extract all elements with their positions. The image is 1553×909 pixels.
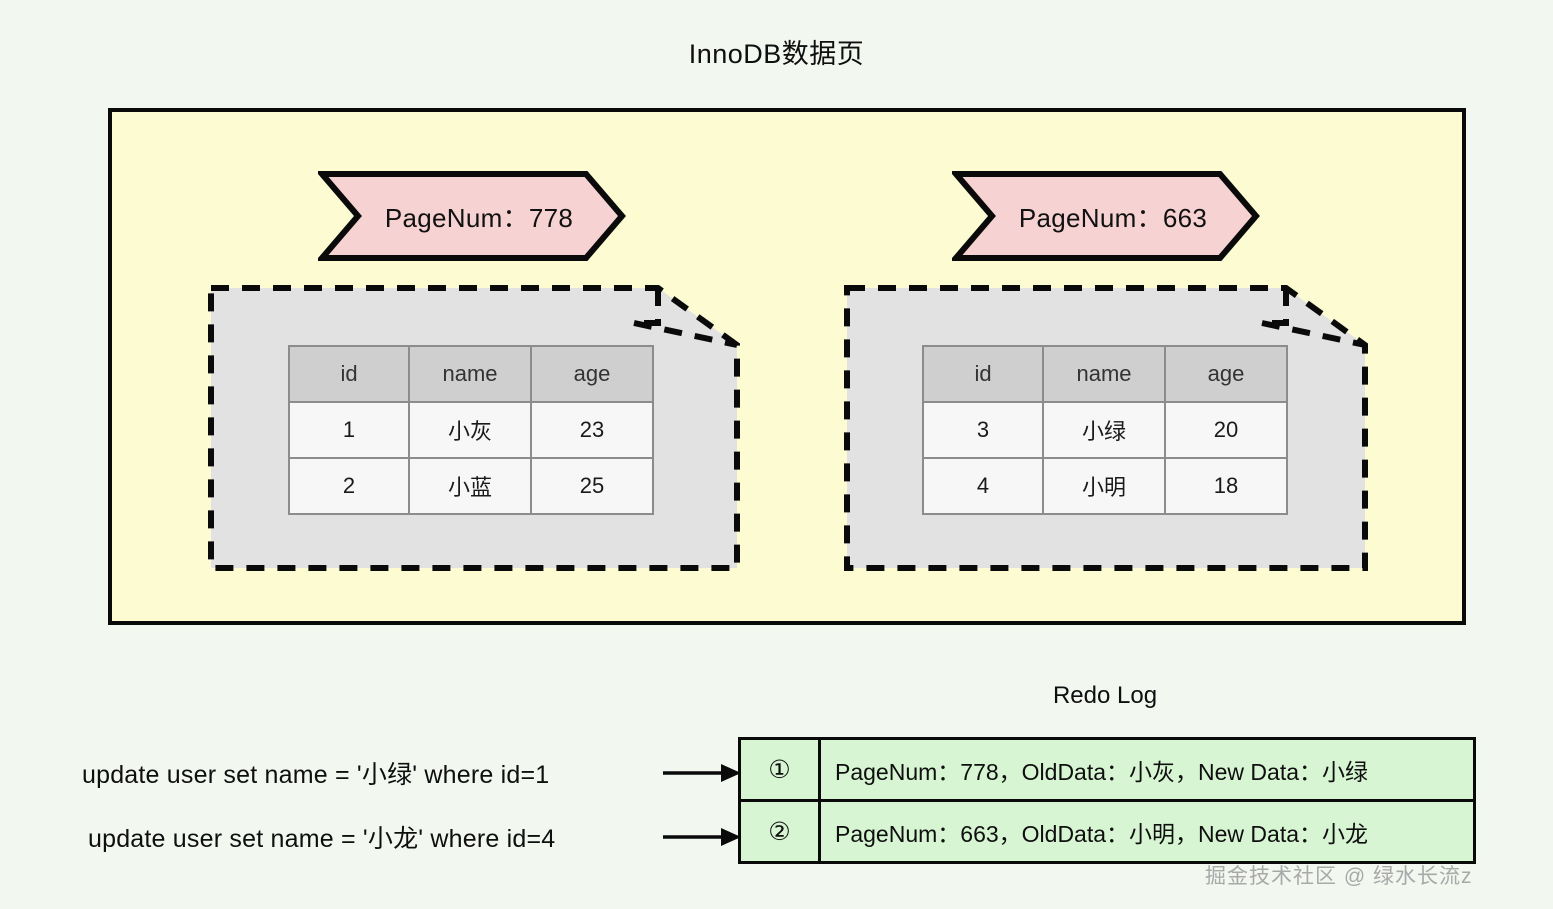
data-table-663: id name age 3 小绿 20 4 小明 18 <box>922 345 1288 515</box>
data-table-778: id name age 1 小灰 23 2 小蓝 25 <box>288 345 654 515</box>
redo-log-entry-1: PageNum：778，OldData：小灰，New Data：小绿 <box>818 737 1476 802</box>
cell-id: 4 <box>922 457 1044 515</box>
table-header-row: id name age <box>288 345 654 403</box>
column-header-age: age <box>1164 345 1288 403</box>
page-title: InnoDB数据页 <box>688 39 865 69</box>
column-header-id: id <box>922 345 1044 403</box>
redo-log-title: Redo Log <box>1052 682 1158 709</box>
cell-age: 25 <box>530 457 654 515</box>
cell-id: 3 <box>922 401 1044 459</box>
pagenum-banner-663: PageNum：663 <box>952 170 1260 262</box>
cell-name: 小灰 <box>408 401 532 459</box>
table-row: 2 小蓝 25 <box>288 457 654 515</box>
pagenum-banner-778-label: PageNum：778 <box>384 202 574 233</box>
banner-shape-icon <box>952 171 1260 261</box>
pagenum-banner-663-label: PageNum：663 <box>1018 202 1208 233</box>
column-header-name: name <box>1042 345 1166 403</box>
cell-id: 1 <box>288 401 410 459</box>
redo-log-row: ① PageNum：778，OldData：小灰，New Data：小绿 <box>738 737 1476 802</box>
cell-name: 小明 <box>1042 457 1166 515</box>
redo-log-table: ① PageNum：778，OldData：小灰，New Data：小绿 ② P… <box>738 737 1476 864</box>
banner-shape-icon <box>318 171 626 261</box>
arrow-icon-statement-1 <box>663 764 741 782</box>
table-header-row: id name age <box>922 345 1288 403</box>
table-row: 4 小明 18 <box>922 457 1288 515</box>
sql-statement-row-1: update user set name = '小绿' where id=1 <box>82 742 549 804</box>
cell-id: 2 <box>288 457 410 515</box>
redo-log-index-1: ① <box>738 737 821 802</box>
cell-age: 20 <box>1164 401 1288 459</box>
cell-age: 23 <box>530 401 654 459</box>
pagenum-banner-778: PageNum：778 <box>318 170 626 262</box>
arrow-icon-statement-2 <box>663 828 741 846</box>
redo-log-index-2: ② <box>738 799 821 864</box>
cell-name: 小蓝 <box>408 457 532 515</box>
sql-statement-1: update user set name = '小绿' where id=1 <box>82 761 550 789</box>
sql-statement-2: update user set name = '小龙' where id=4 <box>88 825 556 853</box>
redo-log-row: ② PageNum：663，OldData：小明，New Data：小龙 <box>738 799 1476 864</box>
table-row: 3 小绿 20 <box>922 401 1288 459</box>
column-header-age: age <box>530 345 654 403</box>
cell-name: 小绿 <box>1042 401 1166 459</box>
cell-age: 18 <box>1164 457 1288 515</box>
column-header-id: id <box>288 345 410 403</box>
column-header-name: name <box>408 345 532 403</box>
redo-log-entry-2: PageNum：663，OldData：小明，New Data：小龙 <box>818 799 1476 864</box>
sql-statement-row-2: update user set name = '小龙' where id=4 <box>88 806 555 868</box>
watermark: 掘金技术社区 @ 绿水长流z <box>1205 865 1473 888</box>
table-row: 1 小灰 23 <box>288 401 654 459</box>
